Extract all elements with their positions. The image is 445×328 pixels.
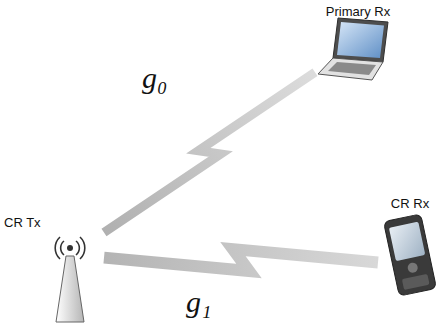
device-node: CR Tx [4,212,104,326]
channel-gain-label: g₀ [142,62,167,94]
phone-icon [384,214,437,296]
wireless-link [104,72,315,232]
device-node: CR Rx [378,192,442,304]
device-label: CR Rx [391,196,429,211]
antenna-tower-icon [55,237,85,322]
laptop-icon [318,18,388,80]
channel-gain-label: g₁ [186,286,211,318]
device-label: CR Tx [4,215,41,230]
wireless-link [104,249,378,271]
device-node: Primary Rx [315,0,401,84]
device-label: Primary Rx [326,4,390,19]
